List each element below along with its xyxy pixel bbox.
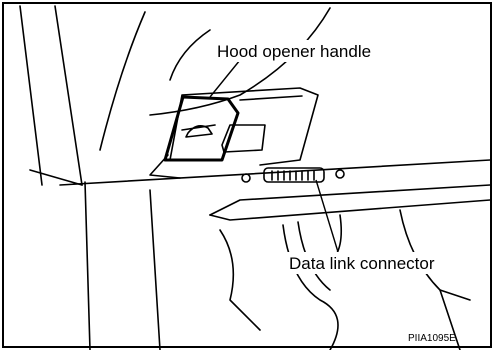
dashboard-top-curve bbox=[149, 7, 331, 116]
car-hood-icon-line bbox=[181, 124, 216, 131]
window-line-outer bbox=[19, 5, 43, 186]
knee-panel-lower bbox=[439, 289, 461, 350]
bracket-foot bbox=[149, 154, 181, 179]
lower-panel-lip-2 bbox=[209, 199, 491, 221]
label-data-link-connector: Data link connector bbox=[289, 254, 435, 273]
screw-left bbox=[241, 173, 251, 183]
windshield-line bbox=[99, 11, 146, 151]
label-hood-opener-handle: Hood opener handle bbox=[217, 42, 371, 61]
bracket-top-line bbox=[239, 95, 303, 101]
screw-right bbox=[335, 169, 345, 179]
leader-hood-opener bbox=[209, 59, 241, 98]
car-hood-icon bbox=[185, 125, 213, 138]
pedal-bracket bbox=[219, 229, 261, 331]
connector-pins bbox=[271, 170, 315, 181]
figure-code: PIIA1095E bbox=[408, 333, 456, 344]
windshield-line-2 bbox=[169, 29, 211, 81]
label-bg-dlc bbox=[286, 252, 472, 274]
data-link-connector bbox=[263, 167, 325, 183]
pillar-base bbox=[29, 169, 83, 186]
leader-data-link bbox=[315, 179, 339, 253]
hood-opener-handle bbox=[163, 95, 240, 162]
left-column bbox=[84, 181, 91, 350]
left-column-2 bbox=[149, 189, 161, 350]
dash-lower-edge bbox=[59, 159, 491, 186]
window-line-inner bbox=[54, 5, 83, 186]
label-bg-hood bbox=[214, 40, 414, 62]
lower-panel-lip bbox=[209, 184, 491, 216]
